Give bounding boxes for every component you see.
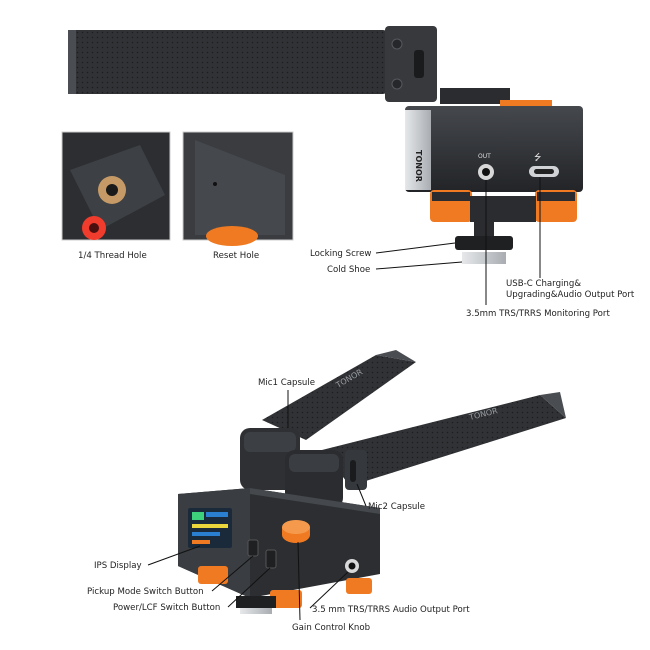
label-pickup-mode: Pickup Mode Switch Button	[87, 587, 204, 597]
locking-screw	[455, 236, 513, 250]
label-thread-hole: 1/4 Thread Hole	[78, 251, 147, 261]
power-lcf-button	[265, 549, 277, 569]
inset-reset-hole	[182, 131, 294, 246]
reset-hole-icon	[213, 182, 217, 186]
label-usbc-line2: Upgrading&Audio Output Port	[506, 290, 635, 300]
label-cold-shoe: Cold Shoe	[327, 265, 370, 275]
label-monitor-port: 3.5mm TRS/TRRS Monitoring Port	[466, 309, 610, 319]
mic-arm-hinge	[385, 26, 437, 102]
out-port-label: OUT	[478, 153, 491, 160]
mic-arm-folded	[68, 30, 388, 94]
top-device-body	[405, 106, 583, 192]
label-ips-display: IPS Display	[94, 561, 142, 571]
label-power-lcf: Power/LCF Switch Button	[113, 603, 220, 613]
label-mic1: Mic1 Capsule	[258, 378, 315, 388]
label-mic2: Mic2 Capsule	[368, 502, 425, 512]
mic1-arm	[262, 355, 416, 440]
hinge-screw-icon	[391, 78, 403, 90]
label-gain-knob: Gain Control Knob	[292, 623, 370, 633]
label-audio-output: 3.5 mm TRS/TRRS Audio Output Port	[312, 605, 470, 615]
bottom-device-view: TONOR TONOR	[178, 350, 566, 614]
label-locking-screw: Locking Screw	[310, 249, 371, 259]
label-reset-hole: Reset Hole	[213, 251, 259, 261]
inset-thread-hole	[61, 131, 171, 241]
pickup-mode-button	[247, 539, 259, 557]
top-device-view: TONOR OUT ⭍	[68, 26, 583, 264]
cold-shoe	[462, 252, 506, 264]
hinge-screw-icon	[391, 38, 403, 50]
usb-symbol: ⭍	[534, 152, 542, 163]
mic2-arm	[322, 395, 566, 486]
svg-text:TONOR: TONOR	[414, 150, 423, 182]
label-usbc-line1: USB-C Charging&	[506, 279, 581, 289]
